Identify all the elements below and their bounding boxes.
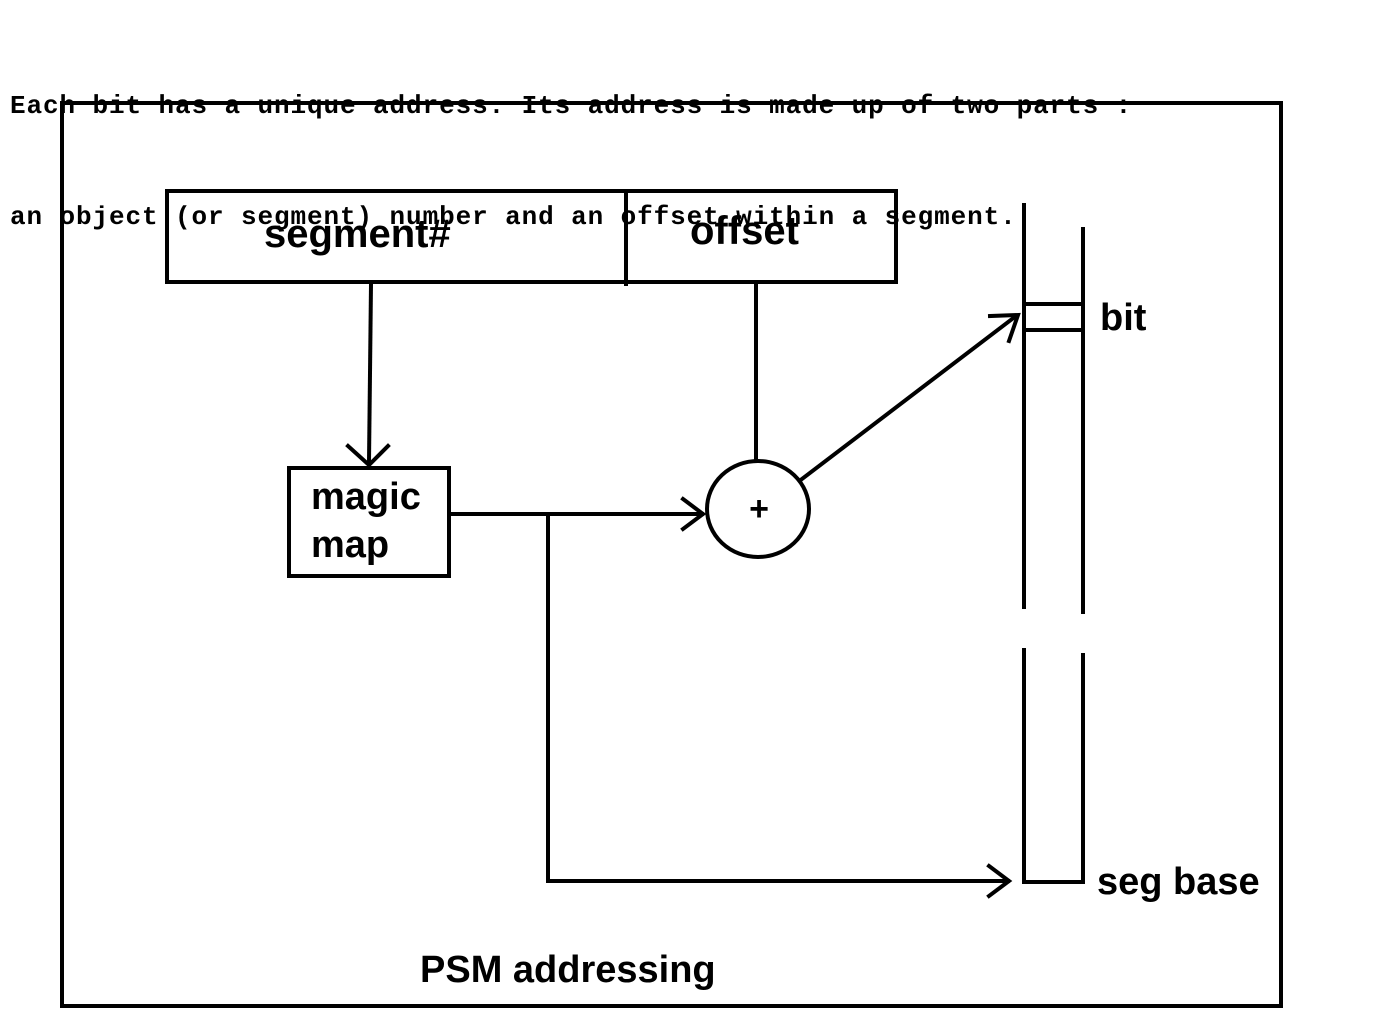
magic-map-label-line-1: magic: [311, 476, 421, 518]
address-register: [165, 189, 898, 284]
adder-to-bit-arrowhead: [987, 312, 1021, 344]
map-to-adder-arrowhead: [680, 496, 707, 532]
adder-circle: [705, 459, 811, 559]
branch-to-segbase-arrowhead: [986, 863, 1013, 899]
seg-base-label: seg base: [1097, 861, 1260, 903]
outer-frame: [60, 101, 1283, 1008]
segment-field-label: segment#: [264, 212, 451, 256]
magic-map-box: [287, 466, 451, 578]
intro-text: Each bit has a unique address. Its addre…: [10, 14, 1132, 273]
adder-symbol: +: [749, 490, 769, 528]
offset-field-label: offset: [690, 209, 799, 253]
segment-to-map-arrowhead: [345, 443, 391, 468]
segment-to-map-line: [366, 281, 374, 465]
bit-label: bit: [1100, 297, 1147, 339]
intro-line-2: an object (or segment) number and an off…: [10, 202, 1017, 232]
adder-to-bit-line: [799, 313, 1019, 482]
magic-map-label-line-2: map: [311, 524, 389, 566]
intro-line-1: Each bit has a unique address. Its addre…: [10, 91, 1133, 121]
diagram-caption: PSM addressing: [420, 949, 716, 991]
